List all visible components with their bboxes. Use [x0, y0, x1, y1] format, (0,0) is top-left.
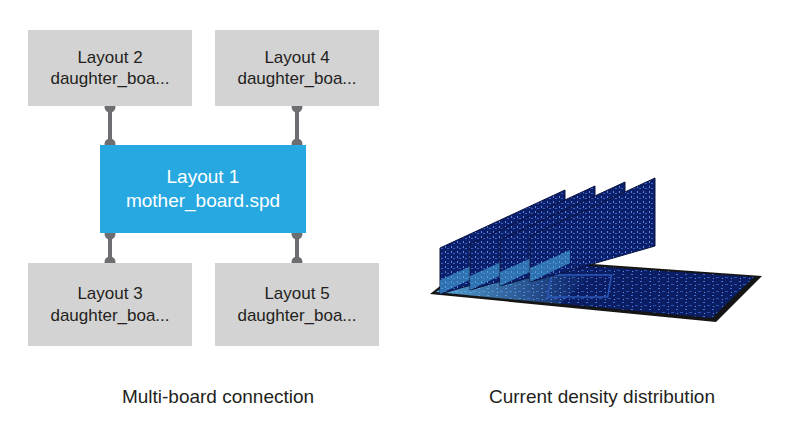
- node-text: daughter_boa...: [50, 68, 169, 89]
- daughterboard-box: Layout 3daughter_boa...: [28, 263, 192, 346]
- daughterboard-box: Layout 4daughter_boa...: [215, 30, 379, 106]
- node-text: Layout 4: [264, 47, 329, 68]
- node-text: daughter_boa...: [237, 305, 356, 326]
- caption-label: Multi-board connection: [122, 386, 314, 408]
- node-text: Layout 3: [77, 283, 142, 304]
- caption-label: Current density distribution: [489, 386, 715, 408]
- node-text: daughter_boa...: [237, 68, 356, 89]
- node-text: mother_board.spd: [126, 189, 280, 213]
- daughterboard-box: Layout 2daughter_boa...: [28, 30, 192, 106]
- node-text: Layout 5: [264, 283, 329, 304]
- node-text: daughter_boa...: [50, 305, 169, 326]
- node-text: Layout 1: [167, 165, 240, 189]
- node-text: Layout 2: [77, 47, 142, 68]
- daughterboard-box: Layout 5daughter_boa...: [215, 263, 379, 346]
- board-slabs: [440, 178, 655, 294]
- board-slab: [530, 178, 655, 282]
- motherboard-box: Layout 1mother_board.spd: [100, 145, 306, 233]
- current-hotspot: [530, 250, 570, 282]
